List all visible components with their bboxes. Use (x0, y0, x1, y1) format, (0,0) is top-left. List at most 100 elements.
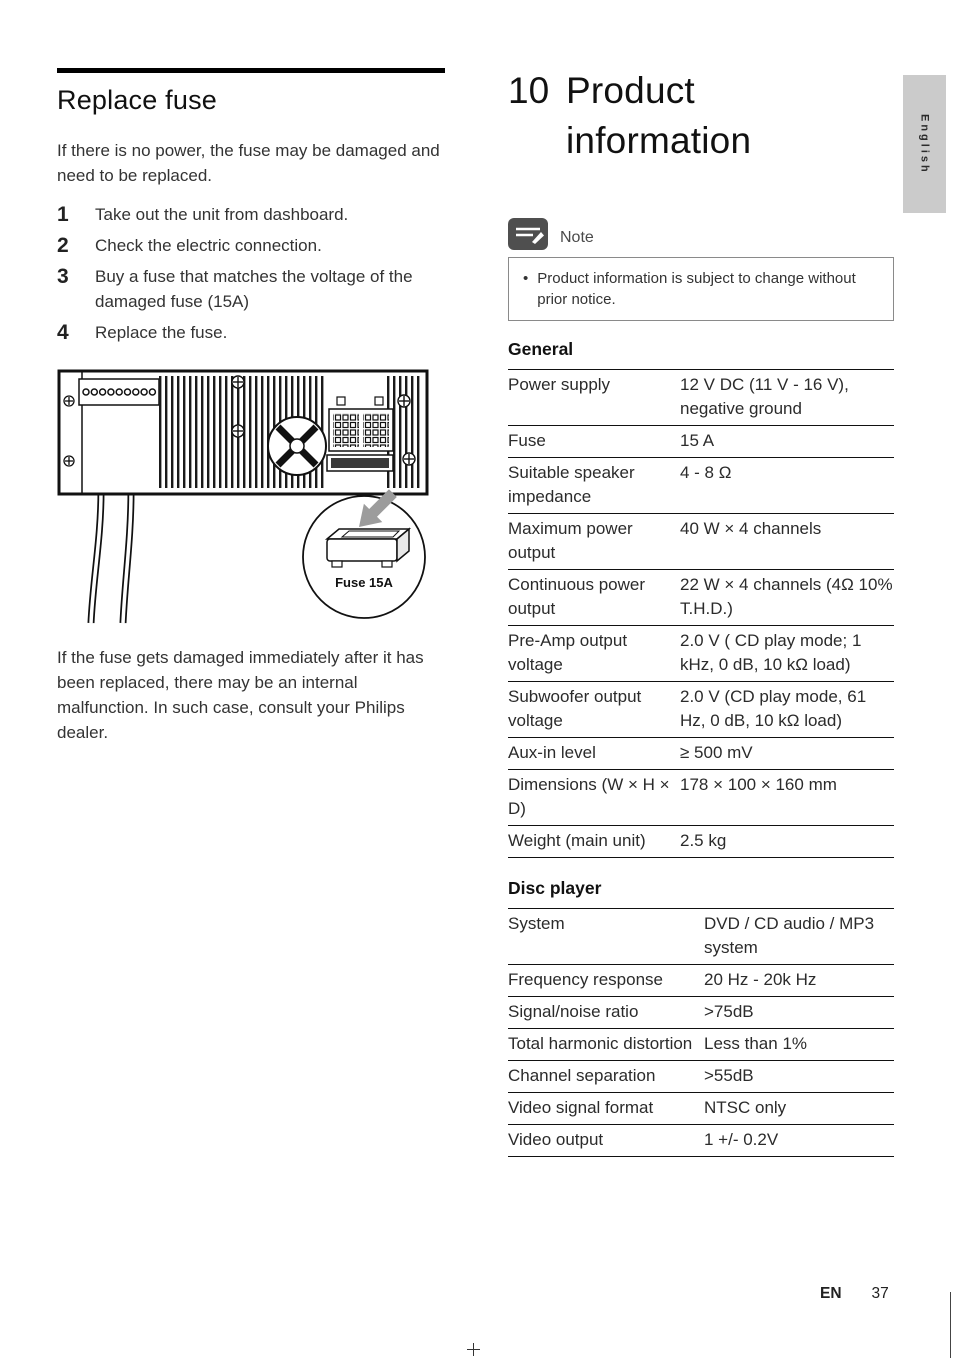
step-number: 4 (57, 321, 69, 344)
spec-label: Total harmonic distortion (508, 1028, 704, 1061)
spec-label: Frequency response (508, 964, 704, 997)
spec-value: 2.0 V (CD play mode, 61 Hz, 0 dB, 10 kΩ … (680, 681, 894, 738)
fuse-callout-label: Fuse 15A (335, 575, 393, 590)
fuse-callout: Fuse 15A (302, 489, 426, 619)
step-item: 2 Check the electric connection. (57, 233, 445, 258)
spec-value: NTSC only (704, 1092, 894, 1125)
spec-value: 22 W × 4 channels (4Ω 10% T.H.D.) (680, 569, 894, 626)
step-item: 1 Take out the unit from dashboard. (57, 202, 445, 227)
step-text: Replace the fuse. (95, 323, 228, 342)
callout-arrow (359, 489, 397, 527)
note-box: • Product information is subject to chan… (508, 257, 894, 321)
right-column: 10 Product information Note • Product in… (508, 66, 894, 1157)
spec-value: 178 × 100 × 160 mm (680, 769, 894, 826)
spec-label: Pre-Amp output voltage (508, 625, 680, 682)
table-row: Signal/noise ratio>75dB (508, 996, 894, 1029)
note-text: Product information is subject to change… (537, 270, 856, 308)
fuse-illustration (324, 527, 412, 568)
footer-page-number: 37 (871, 1285, 889, 1302)
pin-connector (78, 378, 160, 406)
spec-label: Maximum power output (508, 513, 680, 570)
spec-value: ≥ 500 mV (680, 737, 894, 770)
stereo-rear-illustration: Fuse 15A (57, 369, 429, 624)
page-title: Replace fuse (57, 85, 217, 115)
spec-value: 20 Hz - 20k Hz (704, 964, 894, 997)
chassis-screws (231, 375, 416, 466)
spec-value: >55dB (704, 1060, 894, 1093)
spec-value: 2.0 V ( CD play mode; 1 kHz, 0 dB, 10 kΩ… (680, 625, 894, 682)
table-row: Weight (main unit)2.5 kg (508, 825, 894, 858)
outro-paragraph: If the fuse gets damaged immediately aft… (57, 648, 424, 742)
spec-label: Continuous power output (508, 569, 680, 626)
step-text: Buy a fuse that matches the voltage of t… (95, 267, 413, 311)
language-tab-label: English (918, 113, 931, 175)
step-item: 3 Buy a fuse that matches the voltage of… (57, 264, 445, 314)
table-row: Dimensions (W × H × D)178 × 100 × 160 mm (508, 769, 894, 826)
flange-screws (63, 395, 75, 467)
spec-label: Video signal format (508, 1092, 704, 1125)
spec-value: DVD / CD audio / MP3 system (704, 908, 894, 965)
general-section-title: General (508, 339, 574, 359)
disc-player-section-title: Disc player (508, 878, 602, 898)
language-tab: English (903, 75, 946, 213)
spec-value: 1 +/- 0.2V (704, 1124, 894, 1157)
spec-value: 4 - 8 Ω (680, 457, 894, 514)
spec-label: Channel separation (508, 1060, 704, 1093)
step-number: 2 (57, 234, 69, 257)
spec-value: 12 V DC (11 V - 16 V), negative ground (680, 369, 894, 426)
spec-label: Fuse (508, 425, 680, 458)
left-column: Replace fuse If there is no power, the f… (57, 68, 445, 745)
step-item: 4 Replace the fuse. (57, 320, 445, 345)
spec-label: Aux-in level (508, 737, 680, 770)
spec-label: Signal/noise ratio (508, 996, 704, 1029)
spec-value: 15 A (680, 425, 894, 458)
fan-knockout (267, 416, 327, 476)
step-number: 1 (57, 203, 69, 226)
spec-label: Power supply (508, 369, 680, 426)
step-text: Take out the unit from dashboard. (95, 205, 349, 224)
replace-fuse-steps: 1 Take out the unit from dashboard. 2 Ch… (57, 202, 445, 345)
spec-label: System (508, 908, 704, 965)
crop-mark-line (950, 1292, 951, 1358)
intro-paragraph: If there is no power, the fuse may be da… (57, 141, 440, 185)
stereo-rear-figure: Fuse 15A (57, 369, 439, 631)
power-wires (87, 490, 135, 624)
socket-block (326, 396, 394, 472)
section-rule (57, 68, 445, 73)
step-number: 3 (57, 265, 69, 288)
spec-label: Dimensions (W × H × D) (508, 769, 680, 826)
chapter-heading: 10 Product information (508, 66, 894, 166)
page-footer: EN 37 (820, 1285, 889, 1303)
spec-label: Video output (508, 1124, 704, 1157)
table-row: Aux-in level≥ 500 mV (508, 737, 894, 770)
note-header: Note (508, 218, 894, 250)
footer-language-code: EN (820, 1285, 842, 1302)
chapter-title: Product information (566, 70, 752, 161)
table-row: Channel separation>55dB (508, 1060, 894, 1093)
note-icon (508, 218, 548, 250)
step-text: Check the electric connection. (95, 236, 322, 255)
chapter-number: 10 (508, 70, 550, 111)
crop-mark-cross (467, 1343, 480, 1356)
spec-value: 2.5 kg (680, 825, 894, 858)
spec-label: Suitable speaker impedance (508, 457, 680, 514)
bullet: • (523, 270, 529, 287)
spec-value: 40 W × 4 channels (680, 513, 894, 570)
spec-value: >75dB (704, 996, 894, 1029)
spec-label: Weight (main unit) (508, 825, 680, 858)
